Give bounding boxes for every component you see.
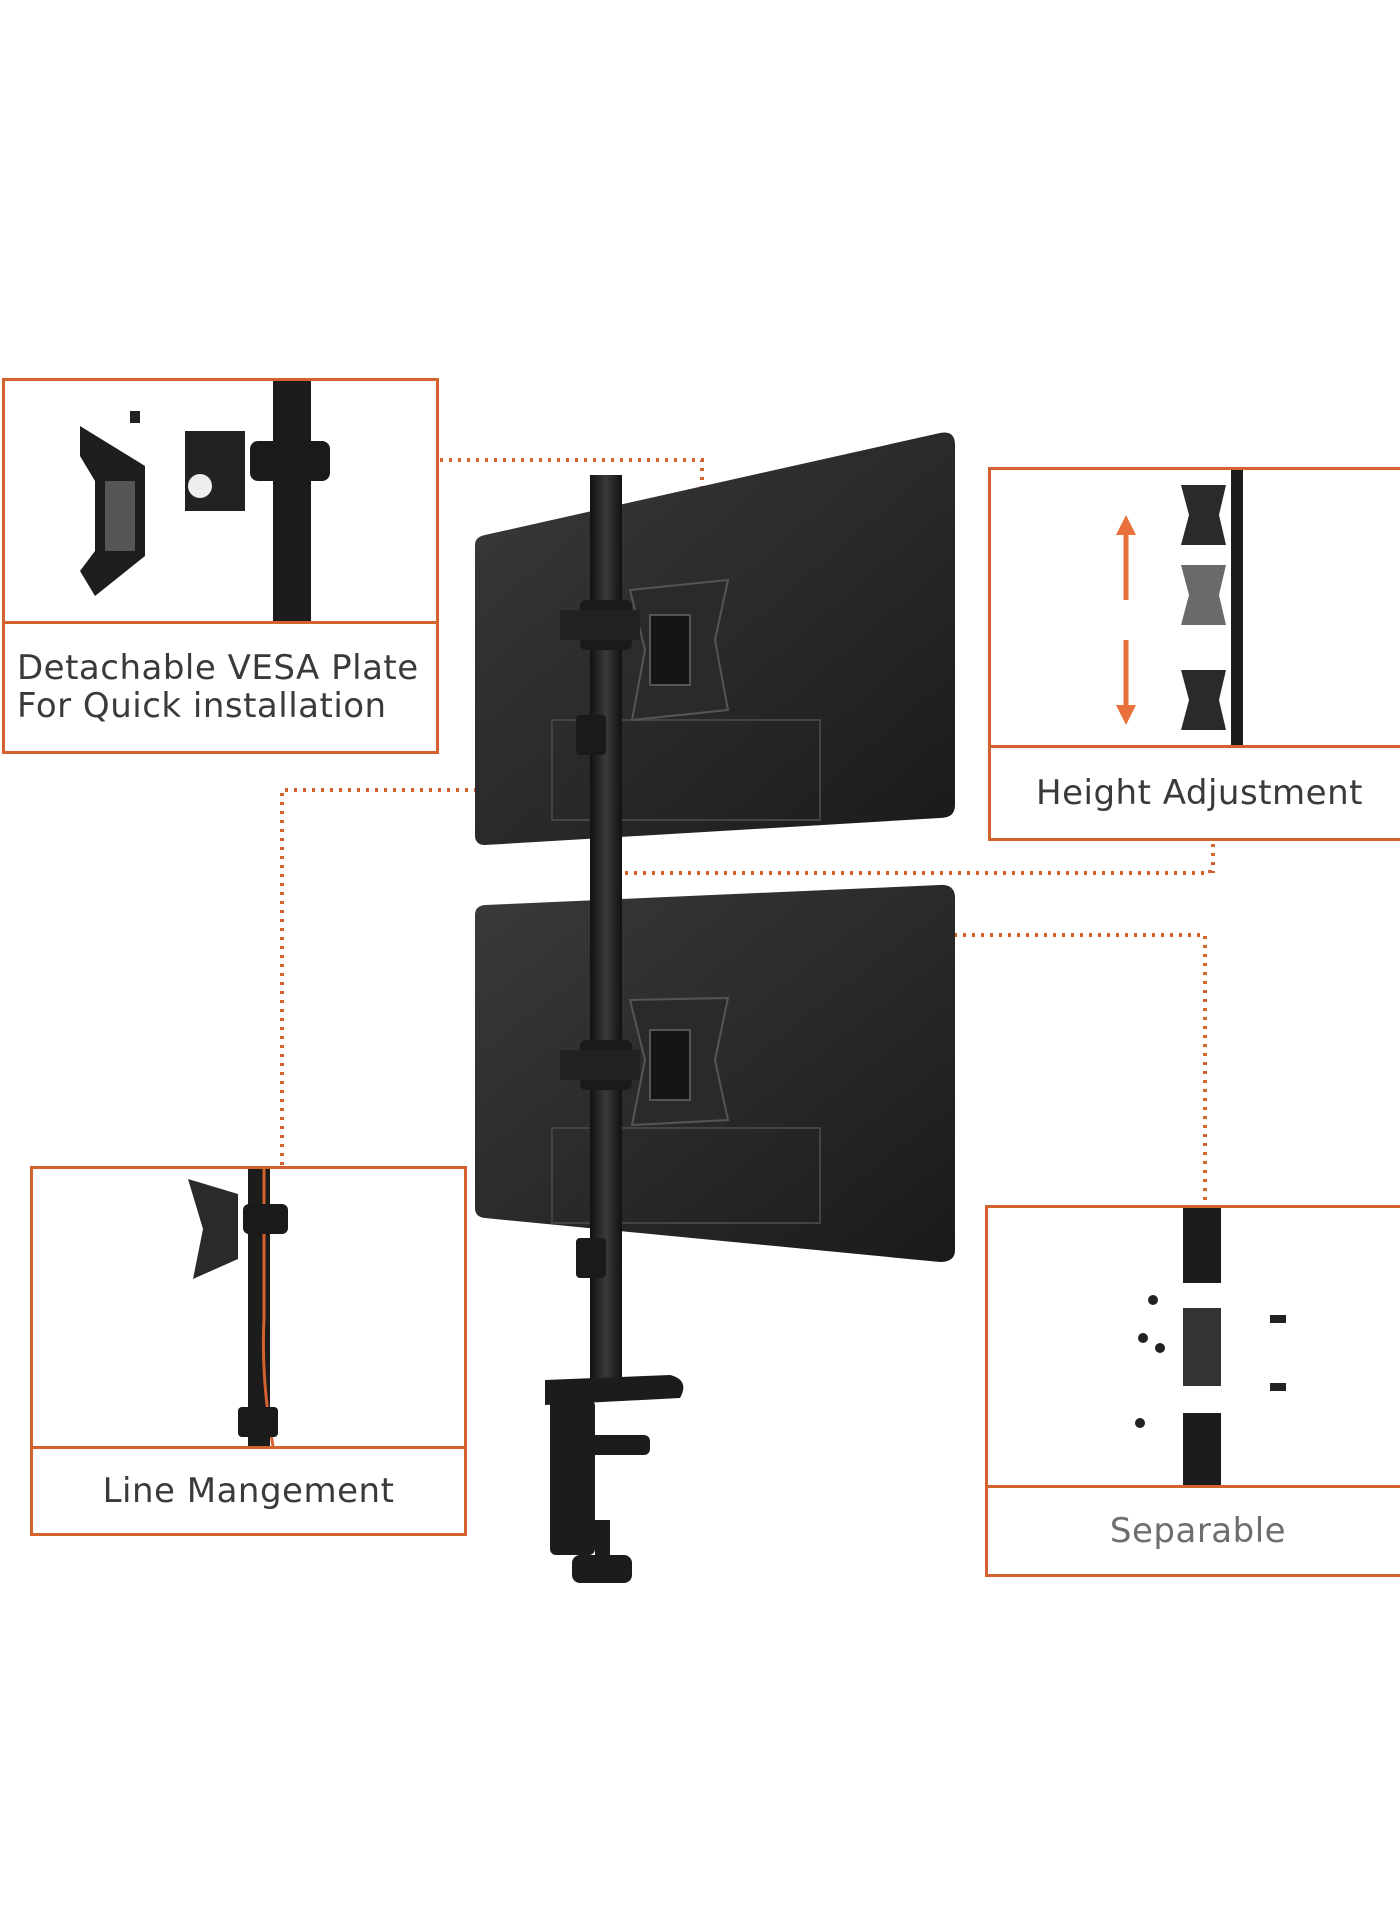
line-management-image	[33, 1169, 464, 1447]
lower-vesa-plate	[628, 996, 730, 1127]
upper-vesa-plate	[628, 578, 730, 722]
desk-clamp	[545, 1375, 684, 1583]
vesa-plate-image	[5, 381, 436, 621]
pole-segments-icon	[1135, 1208, 1286, 1485]
cable-clip-icon	[188, 1169, 288, 1447]
vesa-plate-label-line1: Detachable VESA Plate	[17, 648, 419, 689]
callout-line-management: Line Mangement	[30, 1166, 467, 1536]
line-management-label: Line Mangement	[102, 1471, 395, 1511]
separable-image	[988, 1208, 1400, 1485]
vesa-plate-label: Detachable VESA Plate For Quick installa…	[5, 624, 436, 751]
height-adjustment-label: Height Adjustment	[1036, 773, 1363, 813]
callout-vesa-plate: Detachable VESA Plate For Quick installa…	[2, 378, 439, 754]
separable-label: Separable	[1109, 1511, 1287, 1551]
callout-height-adjustment: Height Adjustment	[988, 467, 1400, 841]
height-arrows-icon	[1116, 470, 1243, 745]
vesa-plate-icon	[80, 381, 330, 621]
callout-separable: Separable	[985, 1205, 1400, 1577]
vesa-plate-label-line2: For Quick installation	[17, 685, 387, 726]
height-adjustment-image	[991, 470, 1400, 745]
